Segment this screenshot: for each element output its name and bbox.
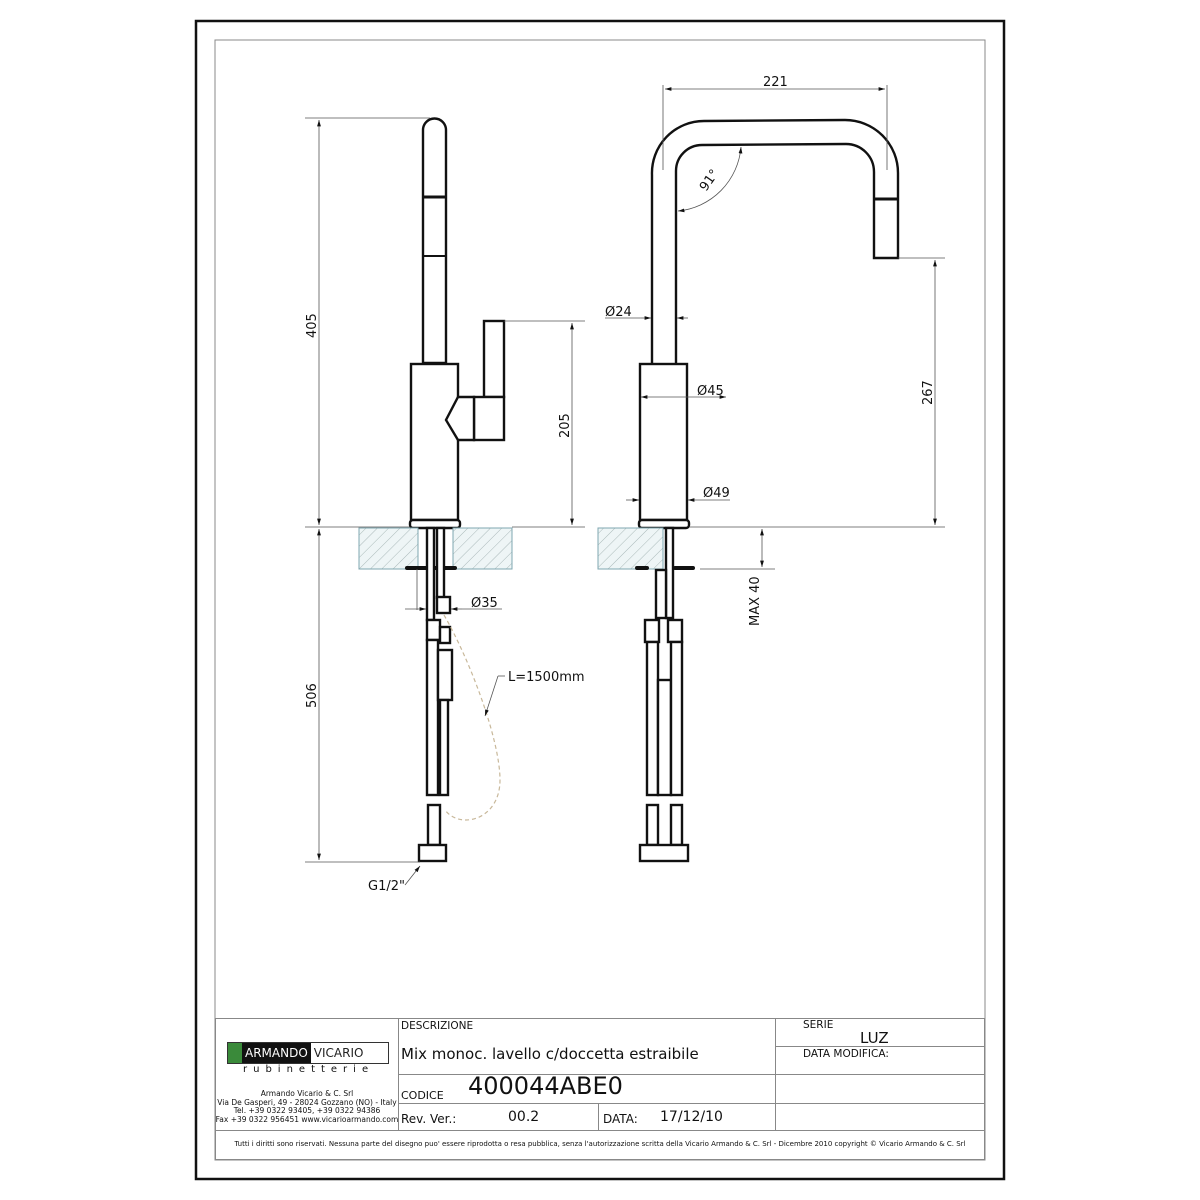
dim-connection: G1/2" (368, 879, 405, 894)
front-view: 221 91° 267 Ø24 Ø45 Ø49 MAX 40 (597, 75, 945, 863)
countertop-section (452, 527, 513, 570)
dim-205: 205 (558, 413, 573, 438)
copyright-notice: Tutti i diritti sono riservati. Nessuna … (234, 1140, 966, 1148)
data-modifica-label: DATA MODIFICA: (803, 1048, 889, 1060)
inner-frame (214, 39, 986, 1161)
lever-handle (482, 319, 506, 399)
descrizione-label: DESCRIZIONE (401, 1020, 474, 1032)
base-ring (637, 518, 691, 530)
lever-block (472, 395, 506, 442)
data-value: 17/12/10 (660, 1109, 723, 1125)
dim-angle: 91° (697, 167, 723, 194)
countertop-section (358, 527, 419, 570)
rev-value: 00.2 (508, 1109, 540, 1125)
company-address: Armando Vicario & C. Srl Via De Gasperi,… (215, 1089, 399, 1124)
dim-506: 506 (305, 683, 320, 708)
dim-267: 267 (921, 380, 936, 405)
serie-label: SERIE (803, 1019, 834, 1031)
logo-subtitle: rubinetterie (243, 1064, 375, 1075)
dim-spout-diameter: Ø24 (605, 305, 632, 320)
spout-pipe (421, 117, 448, 365)
mixer-body (638, 362, 689, 522)
dim-221: 221 (763, 75, 788, 90)
outer-frame (194, 19, 1006, 1181)
serie-value: LUZ (860, 1029, 889, 1047)
countertop-section (597, 527, 664, 570)
dim-hose-length: L=1500mm (508, 670, 585, 685)
codice-value: 400044ABE0 (468, 1072, 623, 1100)
data-label: DATA: (603, 1112, 638, 1126)
codice-label: CODICE (401, 1089, 444, 1102)
mixer-body (409, 362, 460, 522)
dim-base-diameter: Ø49 (703, 486, 730, 501)
description-value: Mix monoc. lavello c/doccetta estraibile (401, 1045, 699, 1063)
rev-label: Rev. Ver.: (401, 1112, 457, 1126)
dim-shank-diameter: Ø35 (471, 596, 498, 611)
side-view: 405 506 205 Ø35 L=1500mm G1/2" (305, 117, 585, 894)
pull-out-hose (443, 614, 501, 821)
dim-405: 405 (305, 313, 320, 338)
dim-body-diameter: Ø45 (697, 384, 724, 399)
company-logo: ARMANDO VICARIO (227, 1042, 389, 1064)
lever-cam (444, 395, 476, 442)
dim-counter-thickness: MAX 40 (748, 576, 763, 626)
spout-pipe (650, 118, 900, 364)
base-ring (408, 518, 462, 530)
